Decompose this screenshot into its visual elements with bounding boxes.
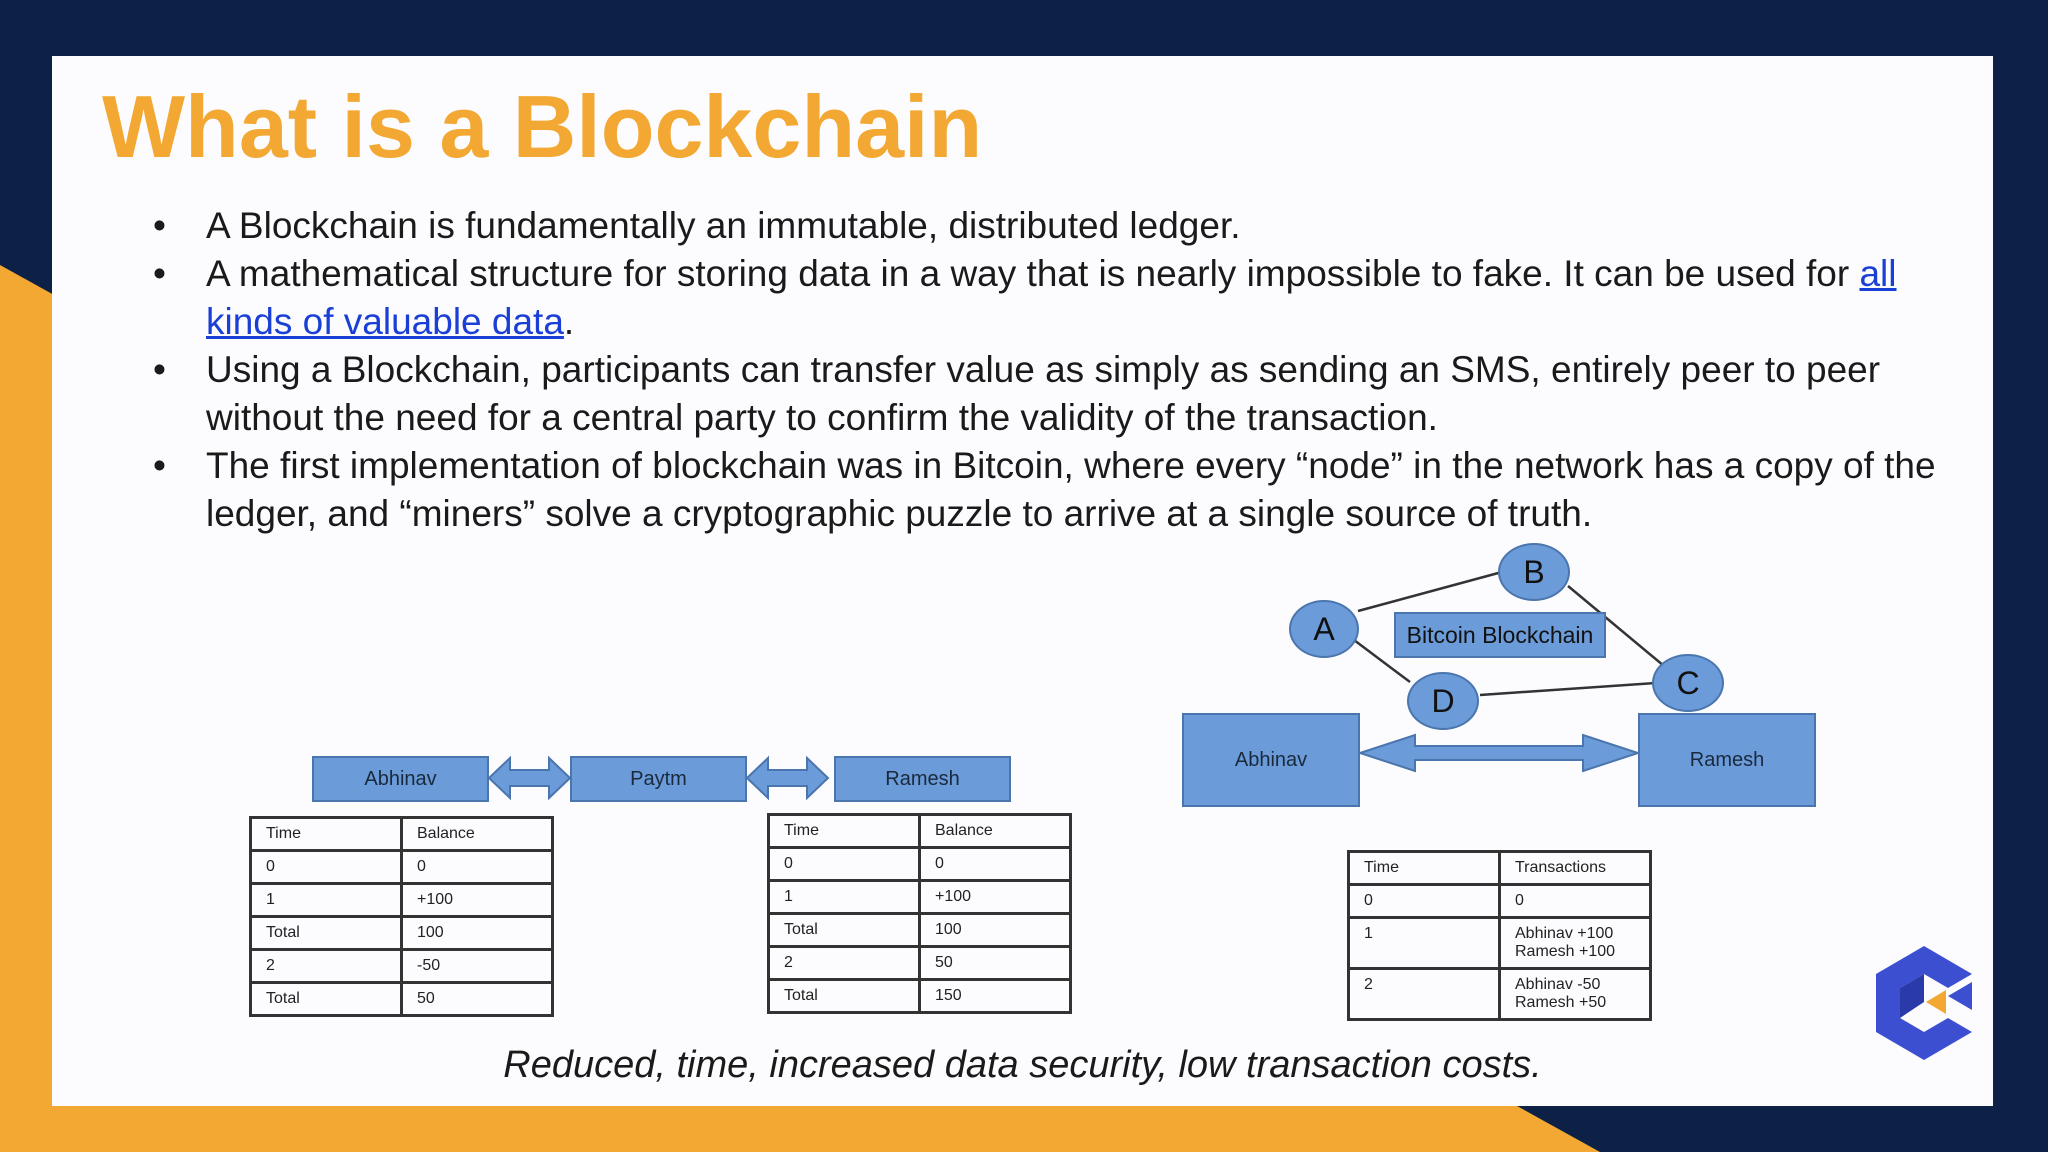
table-row: 2-50 xyxy=(249,948,554,984)
table-cell: 2 xyxy=(1347,967,1501,1021)
table-cell: -50 xyxy=(400,948,554,984)
bitcoin-blockchain-label: Bitcoin Blockchain xyxy=(1394,612,1606,658)
edge-a-b xyxy=(1357,570,1503,613)
table-cell: 0 xyxy=(918,846,1072,882)
table-cell: 100 xyxy=(918,912,1072,948)
bullet-dot: • xyxy=(153,253,166,294)
table-cell: 0 xyxy=(1498,883,1652,919)
node-b: B xyxy=(1498,543,1570,601)
table-cell: Total xyxy=(249,981,403,1017)
edge-d-c xyxy=(1479,681,1656,697)
abhinav-box: Abhinav xyxy=(312,756,489,802)
table-header-cell: Transactions xyxy=(1498,850,1652,886)
table-cell: Abhinav +100 Ramesh +100 xyxy=(1498,916,1652,970)
bullet-list: • A Blockchain is fundamentally an immuta… xyxy=(102,202,1962,538)
table-header-cell: Time xyxy=(767,813,921,849)
table-cell: Total xyxy=(249,915,403,951)
table-cell: Total xyxy=(767,978,921,1014)
table-header-cell: Time xyxy=(249,816,403,852)
company-logo-icon xyxy=(1876,946,1972,1060)
table-cell: 50 xyxy=(400,981,554,1017)
table-cell: 2 xyxy=(767,945,921,981)
bullet-dot: • xyxy=(153,445,166,486)
table-header-cell: Time xyxy=(1347,850,1501,886)
bullet-dot: • xyxy=(153,349,166,390)
table-cell: +100 xyxy=(918,879,1072,915)
node-d: D xyxy=(1407,672,1479,730)
bullet-text: Using a Blockchain, participants can tra… xyxy=(206,349,1881,438)
table-cell: 150 xyxy=(918,978,1072,1014)
table-cell: Abhinav -50 Ramesh +50 xyxy=(1498,967,1652,1021)
slide-title: What is a Blockchain xyxy=(102,77,983,176)
table-cell: 1 xyxy=(249,882,403,918)
table-cell: 0 xyxy=(1347,883,1501,919)
table-row: 1+100 xyxy=(249,882,554,918)
ramesh-box: Ramesh xyxy=(834,756,1011,802)
table-row: 1+100 xyxy=(767,879,1072,915)
slide-panel: What is a Blockchain • A Blockchain is fu… xyxy=(52,56,1993,1106)
node-c: C xyxy=(1652,654,1724,712)
bullet-text: A Blockchain is fundamentally an immutab… xyxy=(206,205,1241,246)
table-cell: 1 xyxy=(1347,916,1501,970)
slide-caption: Reduced, time, increased data security, … xyxy=(503,1044,1542,1086)
table-cell: 1 xyxy=(767,879,921,915)
edge-a-d xyxy=(1349,636,1411,683)
table-cell: +100 xyxy=(400,882,554,918)
double-arrow-3 xyxy=(1356,733,1642,773)
table-cell: 50 xyxy=(918,945,1072,981)
ramesh-box-right: Ramesh xyxy=(1638,713,1816,807)
bullet-item: • Using a Blockchain, participants can tr… xyxy=(102,346,1962,442)
bullet-text: A mathematical structure for storing dat… xyxy=(206,253,1860,294)
table-cell: 0 xyxy=(767,846,921,882)
table-cell: 0 xyxy=(249,849,403,885)
diagram-arrows xyxy=(487,570,1677,801)
abhinav-box-right: Abhinav xyxy=(1182,713,1360,807)
bullet-text: The first implementation of blockchain w… xyxy=(206,445,1936,534)
double-arrow-2 xyxy=(745,755,830,801)
paytm-box: Paytm xyxy=(570,756,747,802)
node-a: A xyxy=(1289,600,1359,658)
table-cell: 2 xyxy=(249,948,403,984)
bullet-item: • A Blockchain is fundamentally an immuta… xyxy=(102,202,1962,250)
bullet-item: • The first implementation of blockchain … xyxy=(102,442,1962,538)
table-cell: 0 xyxy=(400,849,554,885)
table-cell: 100 xyxy=(400,915,554,951)
table-header-cell: Balance xyxy=(918,813,1072,849)
double-arrow-1 xyxy=(487,755,572,801)
table-cell: Total xyxy=(767,912,921,948)
table-header-cell: Balance xyxy=(400,816,554,852)
valuable-data-link[interactable]: all kinds of valuable data xyxy=(206,253,1897,342)
bullet-text-end: . xyxy=(563,301,575,342)
edge-b-c xyxy=(1567,585,1677,677)
bullet-dot: • xyxy=(153,205,166,246)
bullet-item: • A mathematical structure for storing da… xyxy=(102,250,1962,346)
